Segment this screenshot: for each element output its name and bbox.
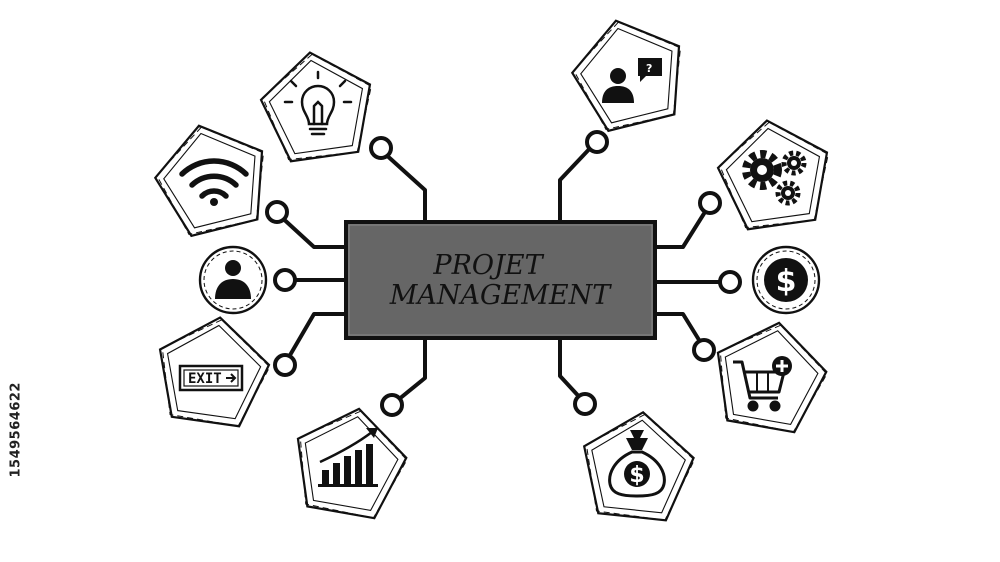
connector-gears: [655, 202, 712, 249]
money-bag-icon: $: [608, 430, 666, 498]
connector-exit: [284, 312, 346, 364]
node-lightbulb: [254, 43, 381, 166]
connector-question: [558, 141, 597, 222]
wifi-icon: [179, 158, 249, 206]
bag-symbol: $: [629, 463, 644, 488]
question-mark: ?: [646, 62, 652, 75]
node-cart: [705, 312, 835, 437]
gears-icon: [742, 150, 807, 206]
connector-wifi: [276, 212, 346, 249]
connector-bag: [558, 338, 586, 404]
side-watermark: 1549564622: [8, 382, 24, 478]
cart-add-icon: [733, 356, 792, 412]
coin-symbol: $: [776, 264, 797, 299]
dollar-coin-icon: $: [764, 258, 808, 302]
user-icon: [215, 260, 251, 299]
connector-terminals: [265, 130, 742, 417]
connector-lightbulb: [381, 150, 427, 222]
center-box: PROJET MANAGEMENT: [344, 220, 657, 340]
lightbulb-icon: [283, 70, 353, 136]
connectors: [276, 141, 726, 406]
center-title-line1: PROJET: [432, 250, 544, 281]
person-question-icon: ?: [602, 58, 662, 103]
exit-sign-icon: EXIT: [178, 364, 244, 392]
center-title-line2: MANAGEMENT: [389, 280, 613, 311]
connector-growth: [391, 338, 427, 406]
growth-chart-icon: [318, 428, 378, 487]
exit-label: EXIT: [188, 371, 222, 387]
node-person-question: [561, 6, 697, 138]
connector-cart: [655, 312, 706, 350]
